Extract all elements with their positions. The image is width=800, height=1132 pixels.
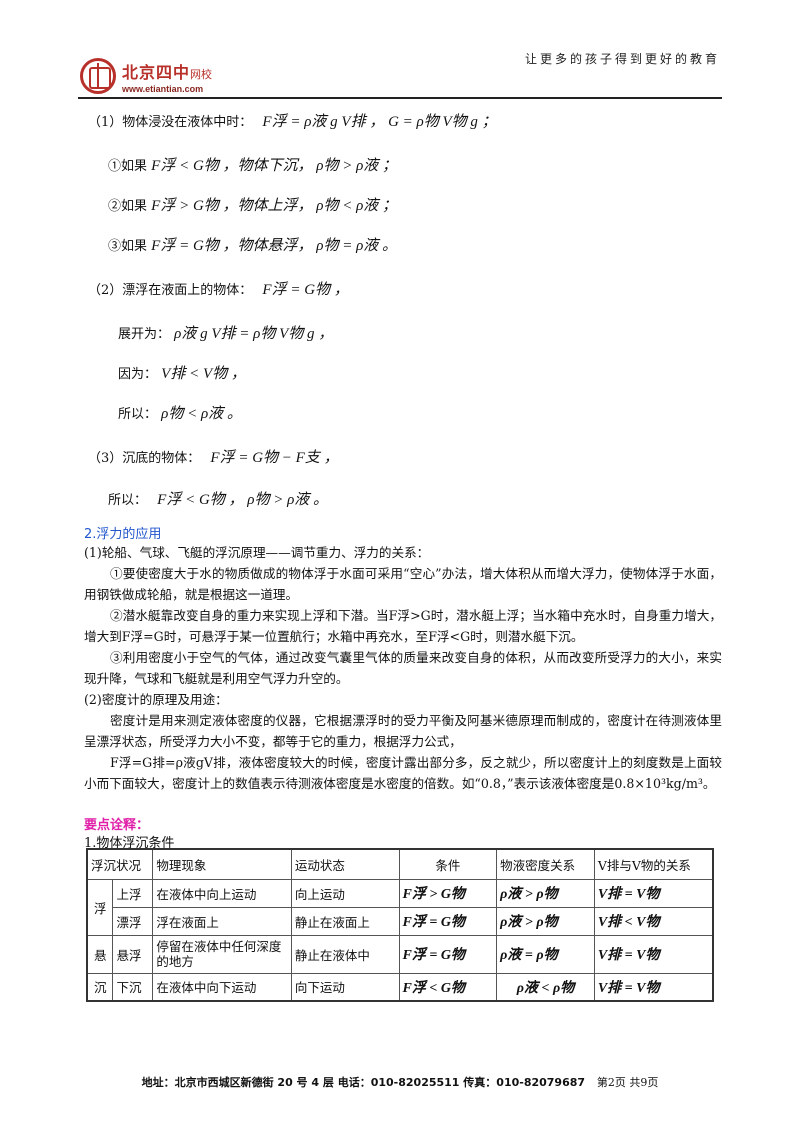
table-header-cell: 运动状态 — [290, 848, 400, 880]
keypoints-title: 要点诠释： — [84, 818, 150, 833]
keypoints-subtitle: 1.物体浮沉条件 — [84, 836, 175, 851]
table-cell: F浮 < G物 — [398, 972, 498, 1002]
cond-rise-formula: F浮 > G物 ，物体上浮， ρ物 < ρ液 ； — [151, 198, 398, 214]
table-cell: 下沉 — [112, 972, 154, 1002]
cond-bottom-formula: F浮 = G物 − F支 ， — [210, 450, 339, 466]
footer-address: 地址：北京市西城区新德街 20 号 4 层 电话：010-82025511 传真… — [141, 1076, 586, 1089]
cond-bottom-so-formula: F浮 < G物 ， ρ物 > ρ液 。 — [157, 492, 329, 508]
float-sink-table: 浮沉状况 物理现象 运动状态 条件 物液密度关系 V排与V物的关系 浮 上浮 在… — [86, 848, 714, 1002]
table-cell: 浮在液面上 — [152, 906, 292, 936]
cond-bottom-label: （3）沉底的物体： — [88, 451, 201, 466]
application-p7: F浮=G排=ρ液gV排，液体密度较大的时候，密度计露出部分多，反之就少，所以密度… — [84, 755, 722, 791]
table-cell: F浮 = G物 — [398, 906, 498, 936]
application-p5: (2)密度计的原理及用途： — [84, 692, 228, 707]
page-header: 北京四中网校 www.etiantian.com 让更多的孩子得到更好的教育 — [0, 0, 800, 100]
application-p1: (1)轮船、气球、飞艇的浮沉原理——调节重力、浮力的关系： — [84, 545, 430, 560]
table-cell: 静止在液面上 — [290, 906, 400, 936]
table-cell: V排 = V物 — [593, 972, 714, 1002]
application-p3: ②潜水艇靠改变自身的重力来实现上浮和下潜。当F浮>G时，潜水艇上浮；当水箱中充水… — [84, 608, 722, 644]
table-group-label: 浮 — [86, 878, 114, 936]
header-divider — [78, 97, 722, 99]
table-cell: ρ液 > ρ物 — [496, 906, 595, 936]
table-header-cell: 条件 — [398, 848, 498, 880]
table-header-cell: V排与V物的关系 — [593, 848, 714, 880]
table-header-row: 浮沉状况 物理现象 运动状态 条件 物液密度关系 V排与V物的关系 — [86, 848, 714, 880]
logo-seal-icon — [80, 58, 116, 94]
cond-expand-formula: ρ液 g V排 = ρ物 V物 g ， — [174, 326, 334, 342]
table-cell: 上浮 — [112, 878, 154, 908]
cond-suspend-formula: F浮 = G物 ，物体悬浮， ρ物 = ρ液 。 — [151, 238, 398, 254]
table-cell: V排 = V物 — [593, 934, 714, 974]
table-cell: 悬浮 — [112, 934, 154, 974]
cond-sink-label: ①如果 — [108, 159, 148, 174]
table-row: 浮 上浮 在液体中向上运动 向上运动 F浮 > G物 ρ液 > ρ物 V排 = … — [86, 878, 714, 936]
table-cell: 静止在液体中 — [290, 934, 400, 974]
site-logo[interactable]: 北京四中网校 www.etiantian.com — [80, 58, 212, 94]
slogan: 让更多的孩子得到更好的教育 — [524, 52, 720, 66]
cond-expand-label: 展开为： — [118, 327, 171, 342]
table-cell: F浮 = G物 — [398, 934, 498, 974]
table-cell: V排 < V物 — [593, 906, 714, 936]
table-cell: 向下运动 — [290, 972, 400, 1002]
cond-sink-formula: F浮 < G物 ，物体下沉， ρ物 > ρ液 ； — [151, 158, 398, 174]
cond-rise-label: ②如果 — [108, 199, 148, 214]
cond-because-formula: V排 < V物 ， — [161, 366, 246, 382]
table-cell: 漂浮 — [112, 906, 154, 936]
table-row: 漂浮 浮在液面上 静止在液面上 F浮 = G物 ρ液 > ρ物 V排 < V物 — [87, 906, 714, 936]
cond-so-label: 所以： — [118, 407, 158, 422]
table-cell: ρ液 > ρ物 — [496, 878, 595, 908]
logo-name: 北京四中网校 — [122, 62, 213, 82]
table-header-cell: 浮沉状况 — [86, 848, 154, 880]
table-group-label: 沉 — [86, 972, 114, 1002]
table-cell: ρ液 = ρ物 — [496, 934, 595, 974]
table-cell: 向上运动 — [290, 878, 400, 908]
cond-floating-label: （2）漂浮在液面上的物体： — [88, 283, 253, 298]
cond-bottom-so-label: 所以： — [108, 493, 148, 508]
cond-immersed-label: （1）物体浸没在液体中时： — [88, 115, 253, 130]
cond-because-label: 因为： — [118, 367, 158, 382]
cond-so-formula: ρ物 < ρ液 。 — [161, 406, 242, 422]
table-cell: V排 = V物 — [593, 878, 714, 908]
application-p4: ③利用密度小于空气的气体，通过改变气囊里气体的质量来改变自身的体积，从而改变所受… — [84, 650, 722, 686]
application-p2: ①要使密度大于水的物质做成的物体浮于水面可采用“空心”办法，增大体积从而增大浮力… — [84, 566, 722, 602]
table-cell: 在液体中向下运动 — [152, 972, 292, 1002]
application-title: 2.浮力的应用 — [84, 527, 162, 542]
page-footer: 地址：北京市西城区新德街 20 号 4 层 电话：010-82025511 传真… — [0, 1074, 800, 1090]
cond-suspend-label: ③如果 — [108, 239, 148, 254]
table-cell: 在液体中向上运动 — [152, 878, 292, 908]
table-row: 悬 悬浮 停留在液体中任何深度的地方 静止在液体中 F浮 = G物 ρ液 = ρ… — [86, 934, 714, 974]
application-p6: 密度计是用来测定液体密度的仪器，它根据漂浮时的受力平衡及阿基米德原理而制成的，密… — [84, 713, 722, 749]
logo-url: www.etiantian.com — [122, 83, 204, 94]
table-group-label: 悬 — [86, 934, 114, 974]
table-header-cell: 物液密度关系 — [496, 848, 595, 880]
cond-immersed-formula: F浮 = ρ液 g V排 ， G = ρ物 V物 g ； — [262, 114, 497, 130]
table-cell: ρ液 < ρ物 — [496, 972, 595, 1002]
page-number: 第2页 共9页 — [596, 1076, 659, 1089]
table-header-cell: 物理现象 — [152, 848, 292, 880]
table-cell: F浮 > G物 — [398, 878, 498, 908]
table-row: 沉 下沉 在液体中向下运动 向下运动 F浮 < G物 ρ液 < ρ物 V排 = … — [86, 972, 714, 1002]
cond-floating-formula: F浮 = G物 ， — [262, 282, 349, 298]
table-cell: 停留在液体中任何深度的地方 — [152, 934, 292, 974]
